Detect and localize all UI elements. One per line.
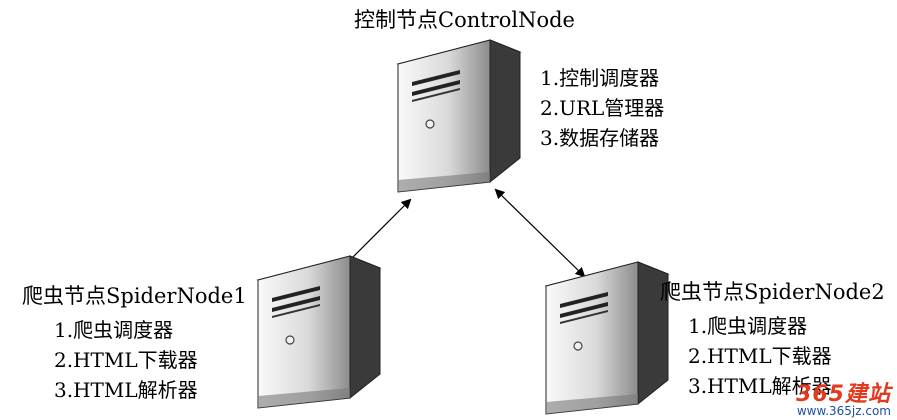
spider-node-1-item: 3.HTML解析器 [54,378,198,402]
control-node-server-icon [397,39,521,193]
spider-node-1-item: 2.HTML下载器 [54,348,198,372]
spider-node-2-title: 爬虫节点SpiderNode2 [660,280,885,304]
watermark-logo: 365建站 [796,382,891,407]
spider-node-2-item: 1.爬虫调度器 [688,314,808,338]
control-node-title: 控制节点ControlNode [354,8,575,32]
control-node-item: 3.数据存储器 [540,126,660,150]
spider-node-2-item: 3.HTML解析器 [688,374,832,398]
spider-node-1-title: 爬虫节点SpiderNode1 [22,284,247,308]
spider-node-1-item: 1.爬虫调度器 [54,318,174,342]
control-node-item: 1.控制调度器 [540,66,660,90]
watermark: 365建站 www.365jz.com [796,376,891,418]
connector-control-spider2 [494,188,586,278]
spider-node-2-item: 2.HTML下载器 [688,344,832,368]
control-node-item: 2.URL管理器 [540,96,665,120]
spider-node-1-server-icon [257,255,381,409]
watermark-url: www.365jz.com [796,404,891,418]
spider-node-2-server-icon [545,261,669,415]
